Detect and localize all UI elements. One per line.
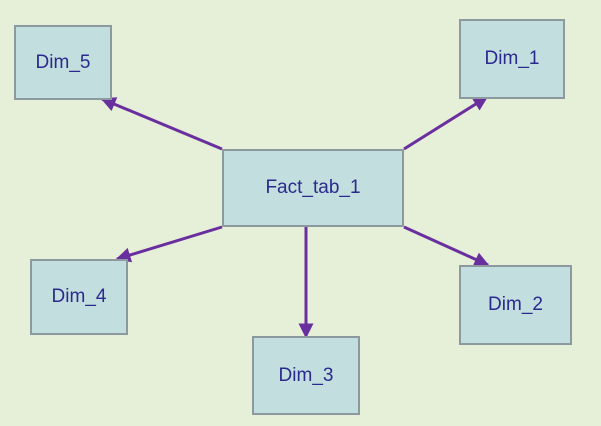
dim-3-node: Dim_3 — [252, 336, 360, 415]
edge-fact-to-dim-1 — [403, 95, 489, 151]
dim-2-label: Dim_2 — [488, 294, 543, 315]
dim-4-node: Dim_4 — [30, 259, 128, 335]
dim-5-label: Dim_5 — [35, 51, 91, 73]
fact-table-label: Fact_tab_1 — [265, 177, 361, 198]
fact-table-node: Fact_tab_1 — [222, 149, 404, 227]
edge-fact-to-dim-4 — [115, 225, 223, 263]
edge-fact-to-dim-5 — [100, 97, 223, 151]
edge-fact-to-dim-2 — [403, 225, 490, 267]
dim-1-label: Dim_1 — [484, 48, 540, 69]
dim-4-label: Dim_4 — [51, 286, 107, 307]
dim-3-label: Dim_3 — [278, 364, 334, 386]
dim-1-node: Dim_1 — [459, 19, 565, 99]
dim-2-node: Dim_2 — [459, 265, 572, 345]
dim-5-node: Dim_5 — [14, 25, 112, 100]
